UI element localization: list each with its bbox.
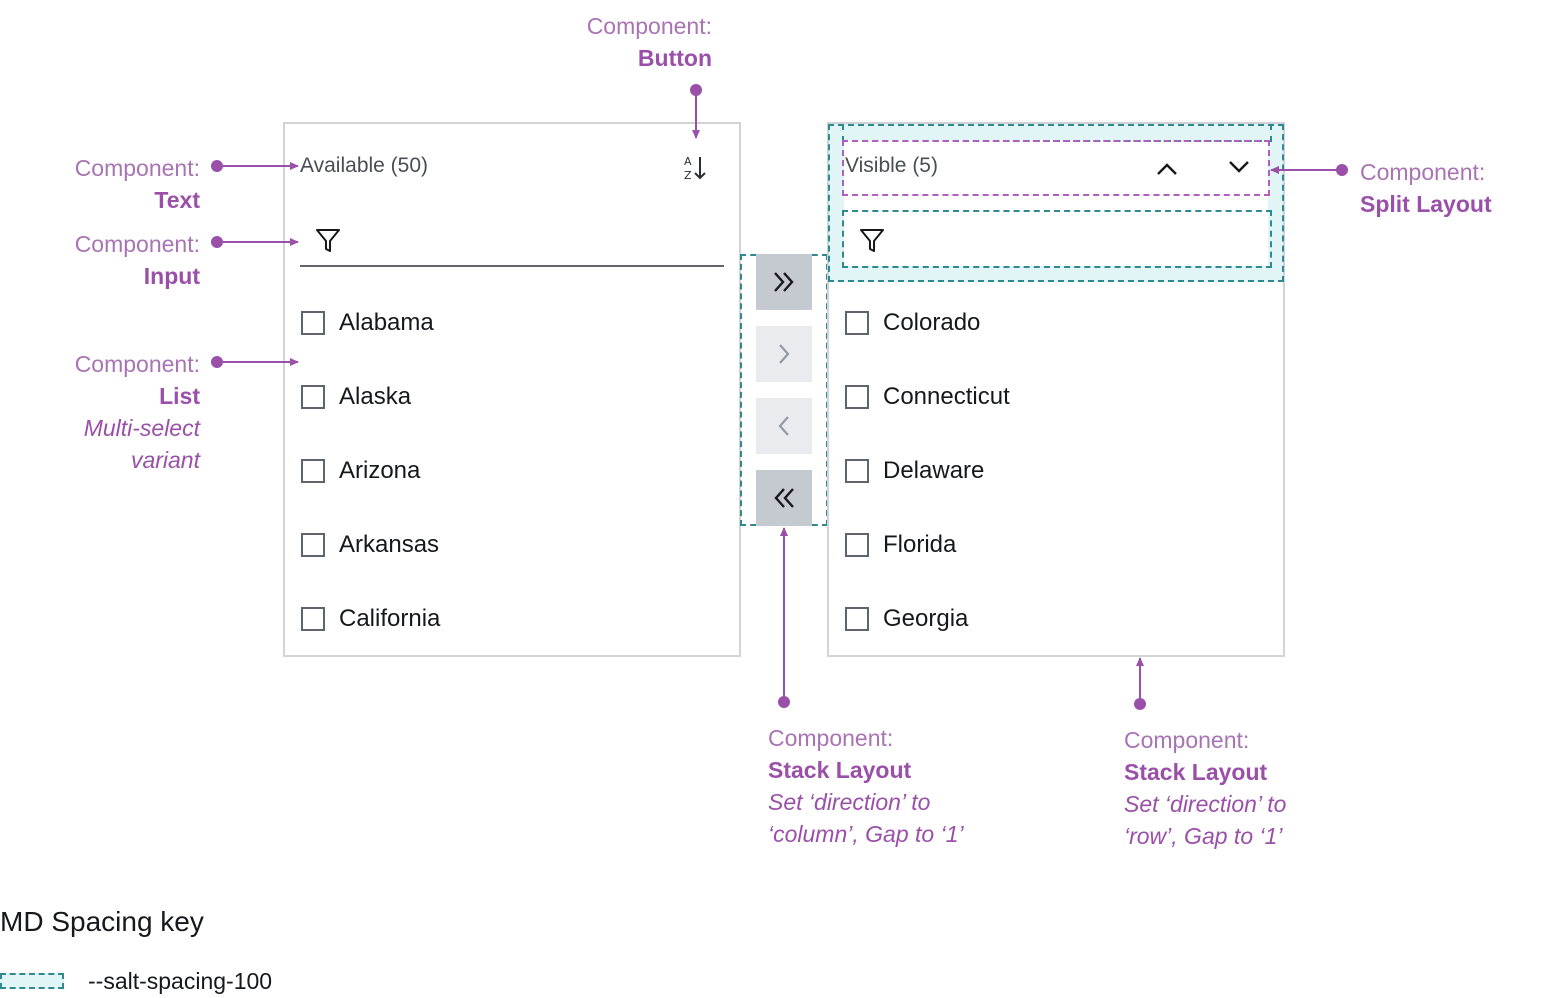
checkbox[interactable]	[301, 459, 325, 483]
annotation-input: Component: Input	[40, 228, 200, 292]
list-item[interactable]: Arizona	[301, 456, 420, 486]
annotation-label: Component:	[768, 725, 894, 751]
annotation-stack-column: Component: Stack Layout Set ‘direction’ …	[768, 722, 964, 850]
visible-panel-title: Visible (5)	[845, 154, 938, 177]
checkbox[interactable]	[845, 607, 869, 631]
move-right-button[interactable]	[756, 326, 812, 382]
annotation-stack-row: Component: Stack Layout Set ‘direction’ …	[1124, 724, 1286, 852]
list-item-label: Florida	[883, 531, 957, 558]
chevron-left-icon	[778, 416, 789, 436]
chevron-up-icon[interactable]	[1152, 154, 1182, 184]
list-item[interactable]: Alabama	[301, 308, 434, 338]
list-item[interactable]: Alaska	[301, 382, 411, 412]
list-item[interactable]: Connecticut	[845, 382, 1010, 412]
annotation-list: Component: List Multi-select variant	[40, 348, 200, 476]
checkbox[interactable]	[845, 385, 869, 409]
chevron-right-icon	[779, 344, 790, 364]
sort-az-icon[interactable]: A Z	[680, 152, 712, 184]
list-item[interactable]: Florida	[845, 530, 956, 560]
annotation-label: Component:	[74, 231, 200, 257]
annotation-label: Component:	[74, 155, 200, 181]
annotation-label: Component:	[586, 13, 712, 39]
chevron-double-right-icon	[774, 272, 794, 292]
checkbox[interactable]	[301, 311, 325, 335]
stack-row-spacing-outline	[828, 124, 1284, 282]
spacing-key-swatch	[0, 973, 64, 989]
spacing-key-entry: --salt-spacing-100	[88, 968, 273, 994]
list-item-label: Arizona	[339, 457, 421, 484]
annotation-text: Component: Text	[40, 152, 200, 216]
annotation-note: Set ‘direction’ to	[768, 789, 931, 815]
checkbox[interactable]	[845, 459, 869, 483]
annotation-label: Component:	[1124, 727, 1250, 753]
checkbox[interactable]	[845, 533, 869, 557]
input-underline	[300, 265, 724, 267]
list-item-label: California	[339, 605, 441, 632]
spacing-key-title: MD Spacing key	[0, 906, 204, 937]
annotation-split-layout: Component: Split Layout	[1360, 156, 1492, 220]
filter-icon	[314, 226, 342, 254]
filter-icon	[858, 226, 886, 254]
list-item-label: Colorado	[883, 309, 981, 336]
checkbox[interactable]	[301, 533, 325, 557]
annotation-name: Split Layout	[1360, 191, 1492, 217]
annotation-name: Button	[637, 45, 712, 71]
header-inner-fill	[844, 140, 1268, 266]
svg-text:Z: Z	[684, 169, 692, 182]
annotation-name: Input	[143, 263, 200, 289]
annotation-note: ‘column’, Gap to ‘1’	[768, 821, 964, 847]
move-left-button[interactable]	[756, 398, 812, 454]
move-all-left-button[interactable]	[756, 470, 812, 526]
list-item-label: Alaska	[339, 383, 412, 410]
list-item[interactable]: Georgia	[845, 604, 968, 634]
annotation-name: Stack Layout	[768, 757, 912, 783]
list-item[interactable]: Delaware	[845, 456, 984, 486]
chevron-double-left-icon	[774, 488, 794, 508]
available-panel-title: Available (50)	[300, 154, 429, 177]
annotation-label: Component:	[74, 351, 200, 377]
annotation-name: Text	[154, 187, 200, 213]
list-item-label: Connecticut	[883, 383, 1010, 410]
checkbox[interactable]	[301, 385, 325, 409]
annotation-note: Multi-select	[83, 415, 200, 441]
list-item[interactable]: California	[301, 604, 440, 634]
annotation-name: Stack Layout	[1124, 759, 1268, 785]
annotation-note: variant	[130, 447, 200, 473]
svg-text:A: A	[684, 155, 692, 168]
input-spacing-outline	[842, 210, 1272, 268]
list-item-label: Alabama	[339, 309, 434, 336]
chevron-down-icon[interactable]	[1224, 152, 1254, 182]
annotation-button: Component: Button	[560, 10, 712, 74]
annotation-label: Component:	[1360, 159, 1486, 185]
available-panel	[283, 122, 741, 657]
list-item-label: Georgia	[883, 605, 969, 632]
list-item-label: Delaware	[883, 457, 985, 484]
annotation-name: List	[159, 383, 200, 409]
list-item[interactable]: Colorado	[845, 308, 980, 338]
annotation-note: Set ‘direction’ to	[1124, 791, 1287, 817]
list-item[interactable]: Arkansas	[301, 530, 439, 560]
list-item-label: Arkansas	[339, 531, 440, 558]
annotation-note: ‘row’, Gap to ‘1’	[1124, 823, 1283, 849]
checkbox[interactable]	[845, 311, 869, 335]
checkbox[interactable]	[301, 607, 325, 631]
move-all-right-button[interactable]	[756, 254, 812, 310]
split-layout-outline	[842, 140, 1270, 196]
